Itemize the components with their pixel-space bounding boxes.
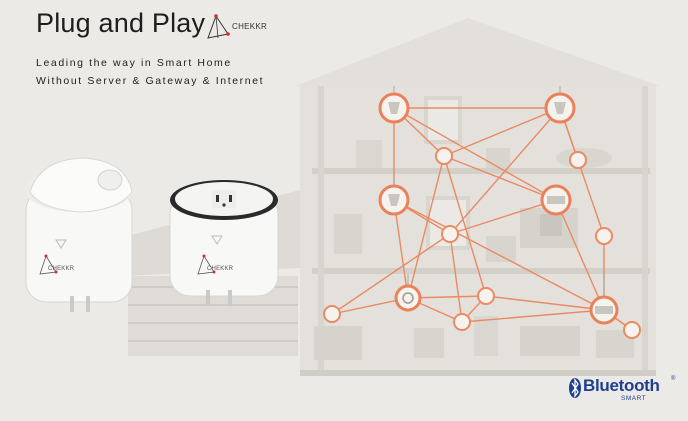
lamp-icon [402, 292, 414, 304]
bulb-node-upper-right [544, 92, 576, 124]
network-links [331, 107, 633, 331]
small-node [323, 305, 341, 323]
small-node [453, 313, 471, 331]
device-node-middle-right [540, 184, 572, 216]
tagline-secondary: Without Server & Gateway & Internet [36, 75, 265, 87]
small-node [477, 287, 495, 305]
smart-dimmer-plug [25, 157, 133, 312]
small-node [569, 151, 587, 169]
tagline-primary: Leading the way in Smart Home [36, 57, 232, 69]
device-node-lower-right [589, 295, 619, 325]
bluetooth-icon [569, 378, 581, 398]
bulb-icon [388, 102, 400, 114]
bulb-node-middle-left [378, 184, 410, 216]
bulb-icon [388, 194, 400, 206]
bulb-icon [554, 102, 566, 114]
small-node [435, 147, 453, 165]
chekkr-logo-icon [207, 14, 230, 39]
chekkr-logo-icon [197, 254, 216, 275]
plug-right-brand: CHEKKR [207, 266, 234, 272]
registered-mark: ® [671, 376, 676, 382]
bluetooth-wordmark: Bluetooth [583, 376, 660, 395]
lamp-node-lower [394, 284, 422, 312]
chekkr-logo-icon [39, 254, 58, 275]
bluetooth-badge [569, 378, 581, 398]
bluetooth-smart-label: SMART [621, 395, 647, 402]
bulb-node-upper-left [378, 92, 410, 124]
smart-outlet-plug [169, 180, 279, 306]
small-node [623, 321, 641, 339]
headline: Plug and Play [36, 8, 206, 38]
small-node [441, 225, 459, 243]
small-node [595, 227, 613, 245]
plug-left-brand: CHEKKR [48, 266, 75, 272]
brand-wordmark: CHEKKR [232, 22, 268, 31]
